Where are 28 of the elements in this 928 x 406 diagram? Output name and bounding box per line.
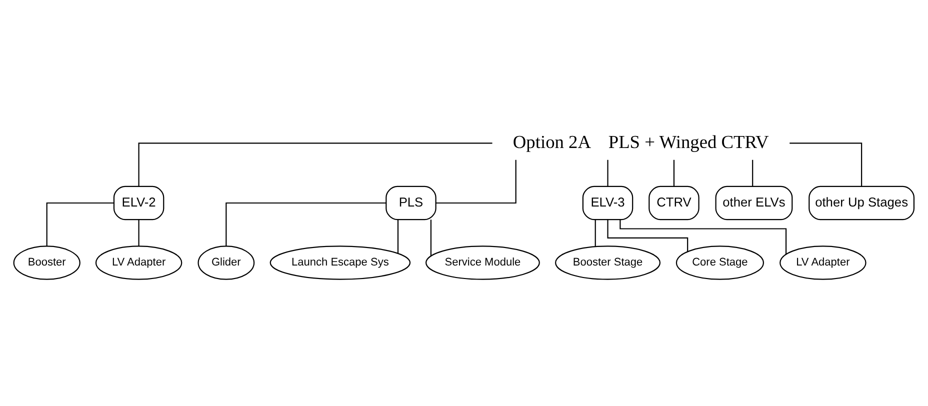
node-ellipse: Core Stage [676,246,764,280]
connector [430,220,432,256]
connector [226,202,386,246]
connector [752,160,754,186]
connector [673,160,675,186]
connector [620,220,787,254]
connector [138,220,140,246]
node-ellipse: Booster [13,246,80,280]
node-box: other ELVs [715,186,793,220]
node-box: PLS [386,186,436,220]
connector [607,160,608,186]
node-ellipse: Launch Escape Sys [270,246,411,280]
node-box: ELV-3 [582,186,634,220]
node-box: ELV-2 [113,186,164,220]
node-ellipse: LV Adapter [780,246,866,280]
connector [790,142,862,186]
node-ellipse: Booster Stage [555,246,661,280]
node-ellipse: LV Adapter [95,246,182,280]
node-ellipse: Glider [198,246,255,280]
connector [138,142,492,186]
node-box: other Up Stages [808,186,915,220]
node-ellipse: Service Module [426,246,540,280]
connector [436,160,516,204]
connector [46,202,114,246]
node-box: CTRV [648,186,700,220]
connector [594,220,596,247]
connector [397,220,399,254]
node-text: Option 2A PLS + Winged CTRV [512,132,769,152]
